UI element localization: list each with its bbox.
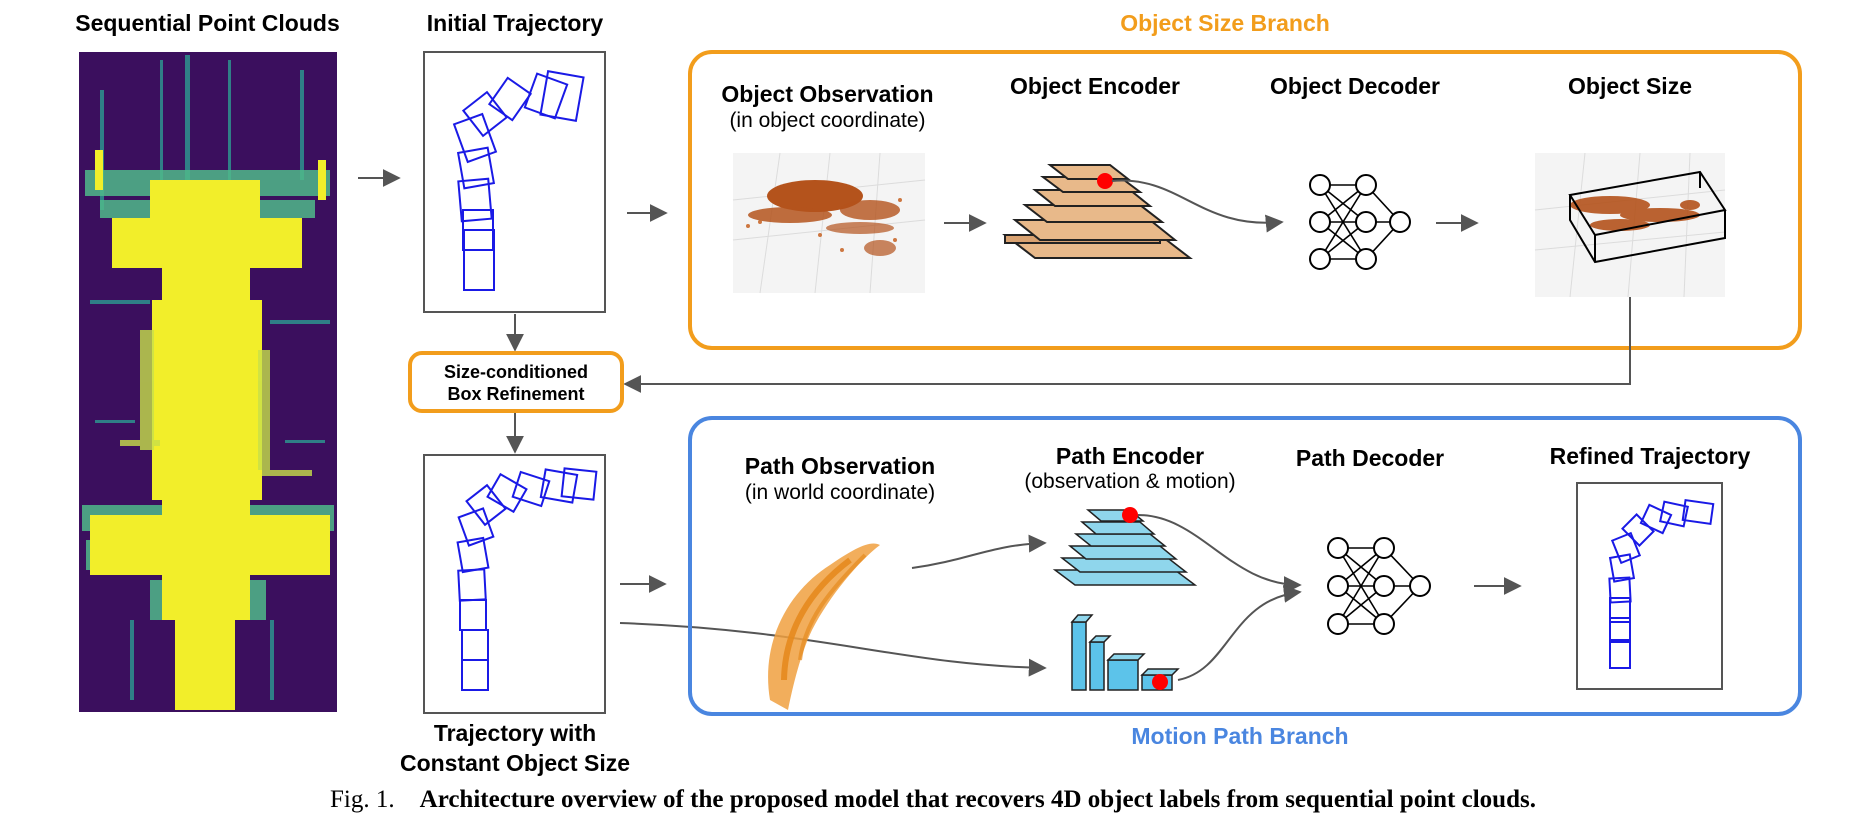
sequential-point-clouds-title: Sequential Point Clouds (75, 10, 340, 36)
object-observation-plot (732, 152, 926, 294)
constant-trajectory-title-line2: Constant Object Size (399, 750, 631, 776)
object-decoder-network (1309, 174, 1411, 270)
refined-trajectory-title: Refined Trajectory (1549, 443, 1751, 469)
path-encoder-stack (1052, 509, 1198, 586)
size-conditioned-line1: Size-conditioned (444, 362, 588, 382)
size-conditioned-line2: Box Refinement (447, 384, 585, 404)
arrow-path-encoder-to-decoder (1137, 514, 1302, 594)
path-decoder-title: Path Decoder (1295, 445, 1445, 471)
object-size-branch-box (688, 50, 1802, 350)
object-encoder-title: Object Encoder (1010, 73, 1180, 99)
object-encoder-red-dot (1097, 173, 1113, 189)
path-encoder-subtitle: (observation & motion) (1024, 470, 1236, 493)
refined-trajectory-panel (1576, 482, 1723, 690)
initial-trajectory-boxes (452, 70, 585, 291)
size-conditioned-refinement-label: Size-conditioned Box Refinement (410, 361, 622, 405)
object-size-plot (1534, 152, 1727, 298)
arrow-observation-to-path-encoder (911, 534, 1047, 569)
caption-prefix: Fig. 1. (330, 786, 395, 813)
size-conditioned-refinement-box (408, 351, 624, 413)
caption-text: Architecture overview of the proposed mo… (419, 786, 1536, 813)
object-decoder-title: Object Decoder (1270, 73, 1440, 99)
object-observation-title: Object Observation (721, 81, 934, 107)
object-size-branch-title: Object Size Branch (1120, 10, 1330, 36)
path-decoder-network (1327, 537, 1431, 635)
initial-trajectory-title: Initial Trajectory (426, 10, 604, 36)
path-observation-plot (768, 543, 880, 710)
figure-caption: Fig. 1. Architecture overview of the pro… (0, 786, 1866, 814)
motion-path-branch-title: Motion Path Branch (1131, 723, 1349, 749)
motion-encoder-red-dot (1152, 674, 1168, 690)
constant-size-trajectory-boxes (456, 467, 598, 691)
constant-trajectory-title-line1: Trajectory with (433, 720, 597, 746)
path-observation-title: Path Observation (744, 453, 936, 479)
arrow-size-to-refinement (623, 297, 1631, 393)
object-encoder-stack (1002, 164, 1193, 259)
path-encoder-title: Path Encoder (1055, 443, 1205, 469)
initial-trajectory-panel (423, 51, 606, 313)
path-observation-subtitle: (in world coordinate) (744, 481, 936, 504)
motion-path-branch-box (688, 416, 1802, 716)
point-cloud-bev-image (79, 52, 337, 712)
object-size-title: Object Size (1568, 73, 1692, 99)
path-encoder-red-dot (1122, 507, 1138, 523)
refined-trajectory-boxes (1608, 499, 1715, 669)
object-observation-subtitle: (in object coordinate) (729, 109, 926, 132)
arrow-encoder-to-decoder (1111, 179, 1284, 233)
arrow-motion-encoder-to-decoder (1177, 584, 1302, 681)
arrow-constant-trajectory-to-motion-encoder (619, 622, 1047, 677)
